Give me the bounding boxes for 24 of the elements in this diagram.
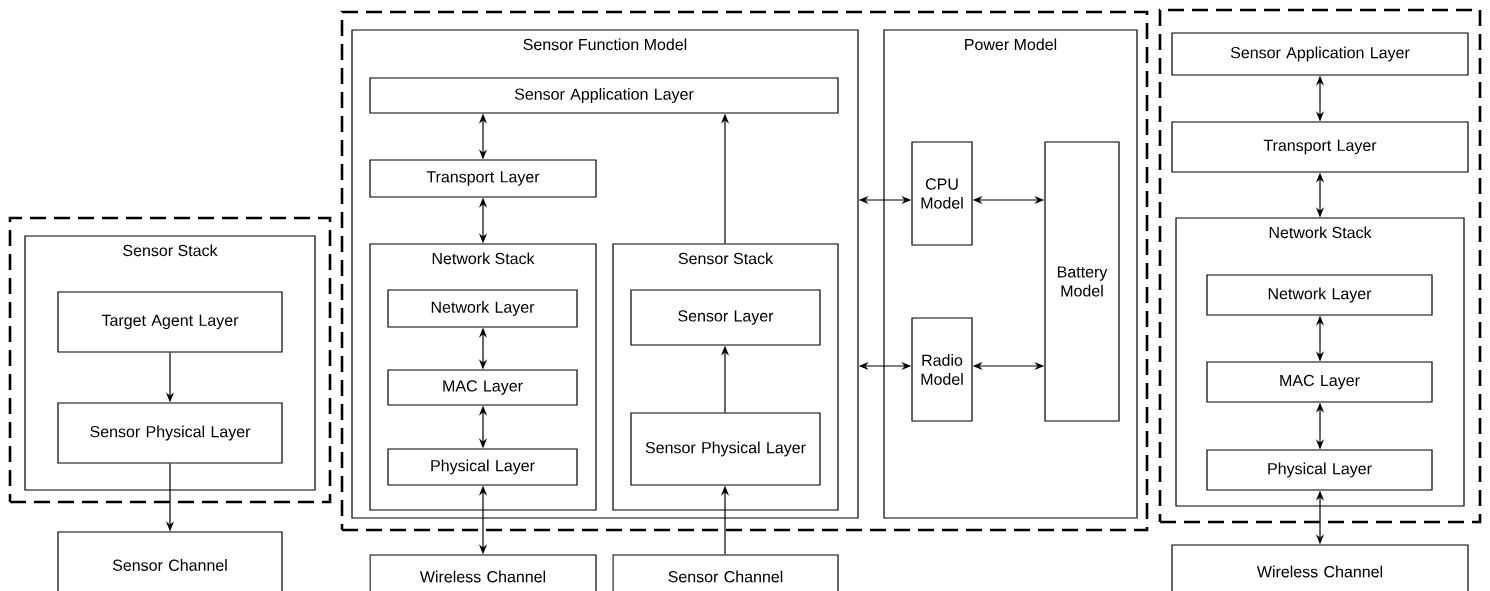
- group-frame: [340, 10, 1149, 532]
- group-frame: [1158, 8, 1482, 524]
- layer-box: Transport Layer: [369, 159, 597, 198]
- layer-box: MAC Layer: [1206, 361, 1433, 403]
- layer-box: Sensor Physical Layer: [630, 412, 821, 486]
- layer-box: Sensor Channel: [612, 554, 839, 591]
- layer-box: MAC Layer: [387, 369, 578, 406]
- group-frame: [8, 216, 332, 504]
- layer-box: Physical Layer: [387, 448, 578, 486]
- layer-box: Wireless Channel: [369, 554, 597, 591]
- layer-box: Target Agent Layer: [57, 291, 283, 353]
- layer-box: Wireless Channel: [1171, 544, 1469, 591]
- layer-box: Sensor Application Layer: [369, 77, 839, 114]
- layer-box: Battery Model: [1044, 141, 1120, 422]
- layer-box: Sensor Application Layer: [1171, 32, 1469, 76]
- layer-box: Transport Layer: [1171, 121, 1469, 173]
- layer-box: CPU Model: [911, 141, 973, 246]
- layer-box: Sensor Physical Layer: [57, 402, 283, 464]
- layer-box: Network Layer: [387, 289, 578, 328]
- layer-box: Network Layer: [1206, 274, 1433, 316]
- layer-box: Sensor Channel: [57, 531, 283, 591]
- layer-box: Sensor Layer: [630, 289, 821, 346]
- layer-box: Physical Layer: [1206, 449, 1433, 491]
- layer-box: Radio Model: [911, 317, 973, 422]
